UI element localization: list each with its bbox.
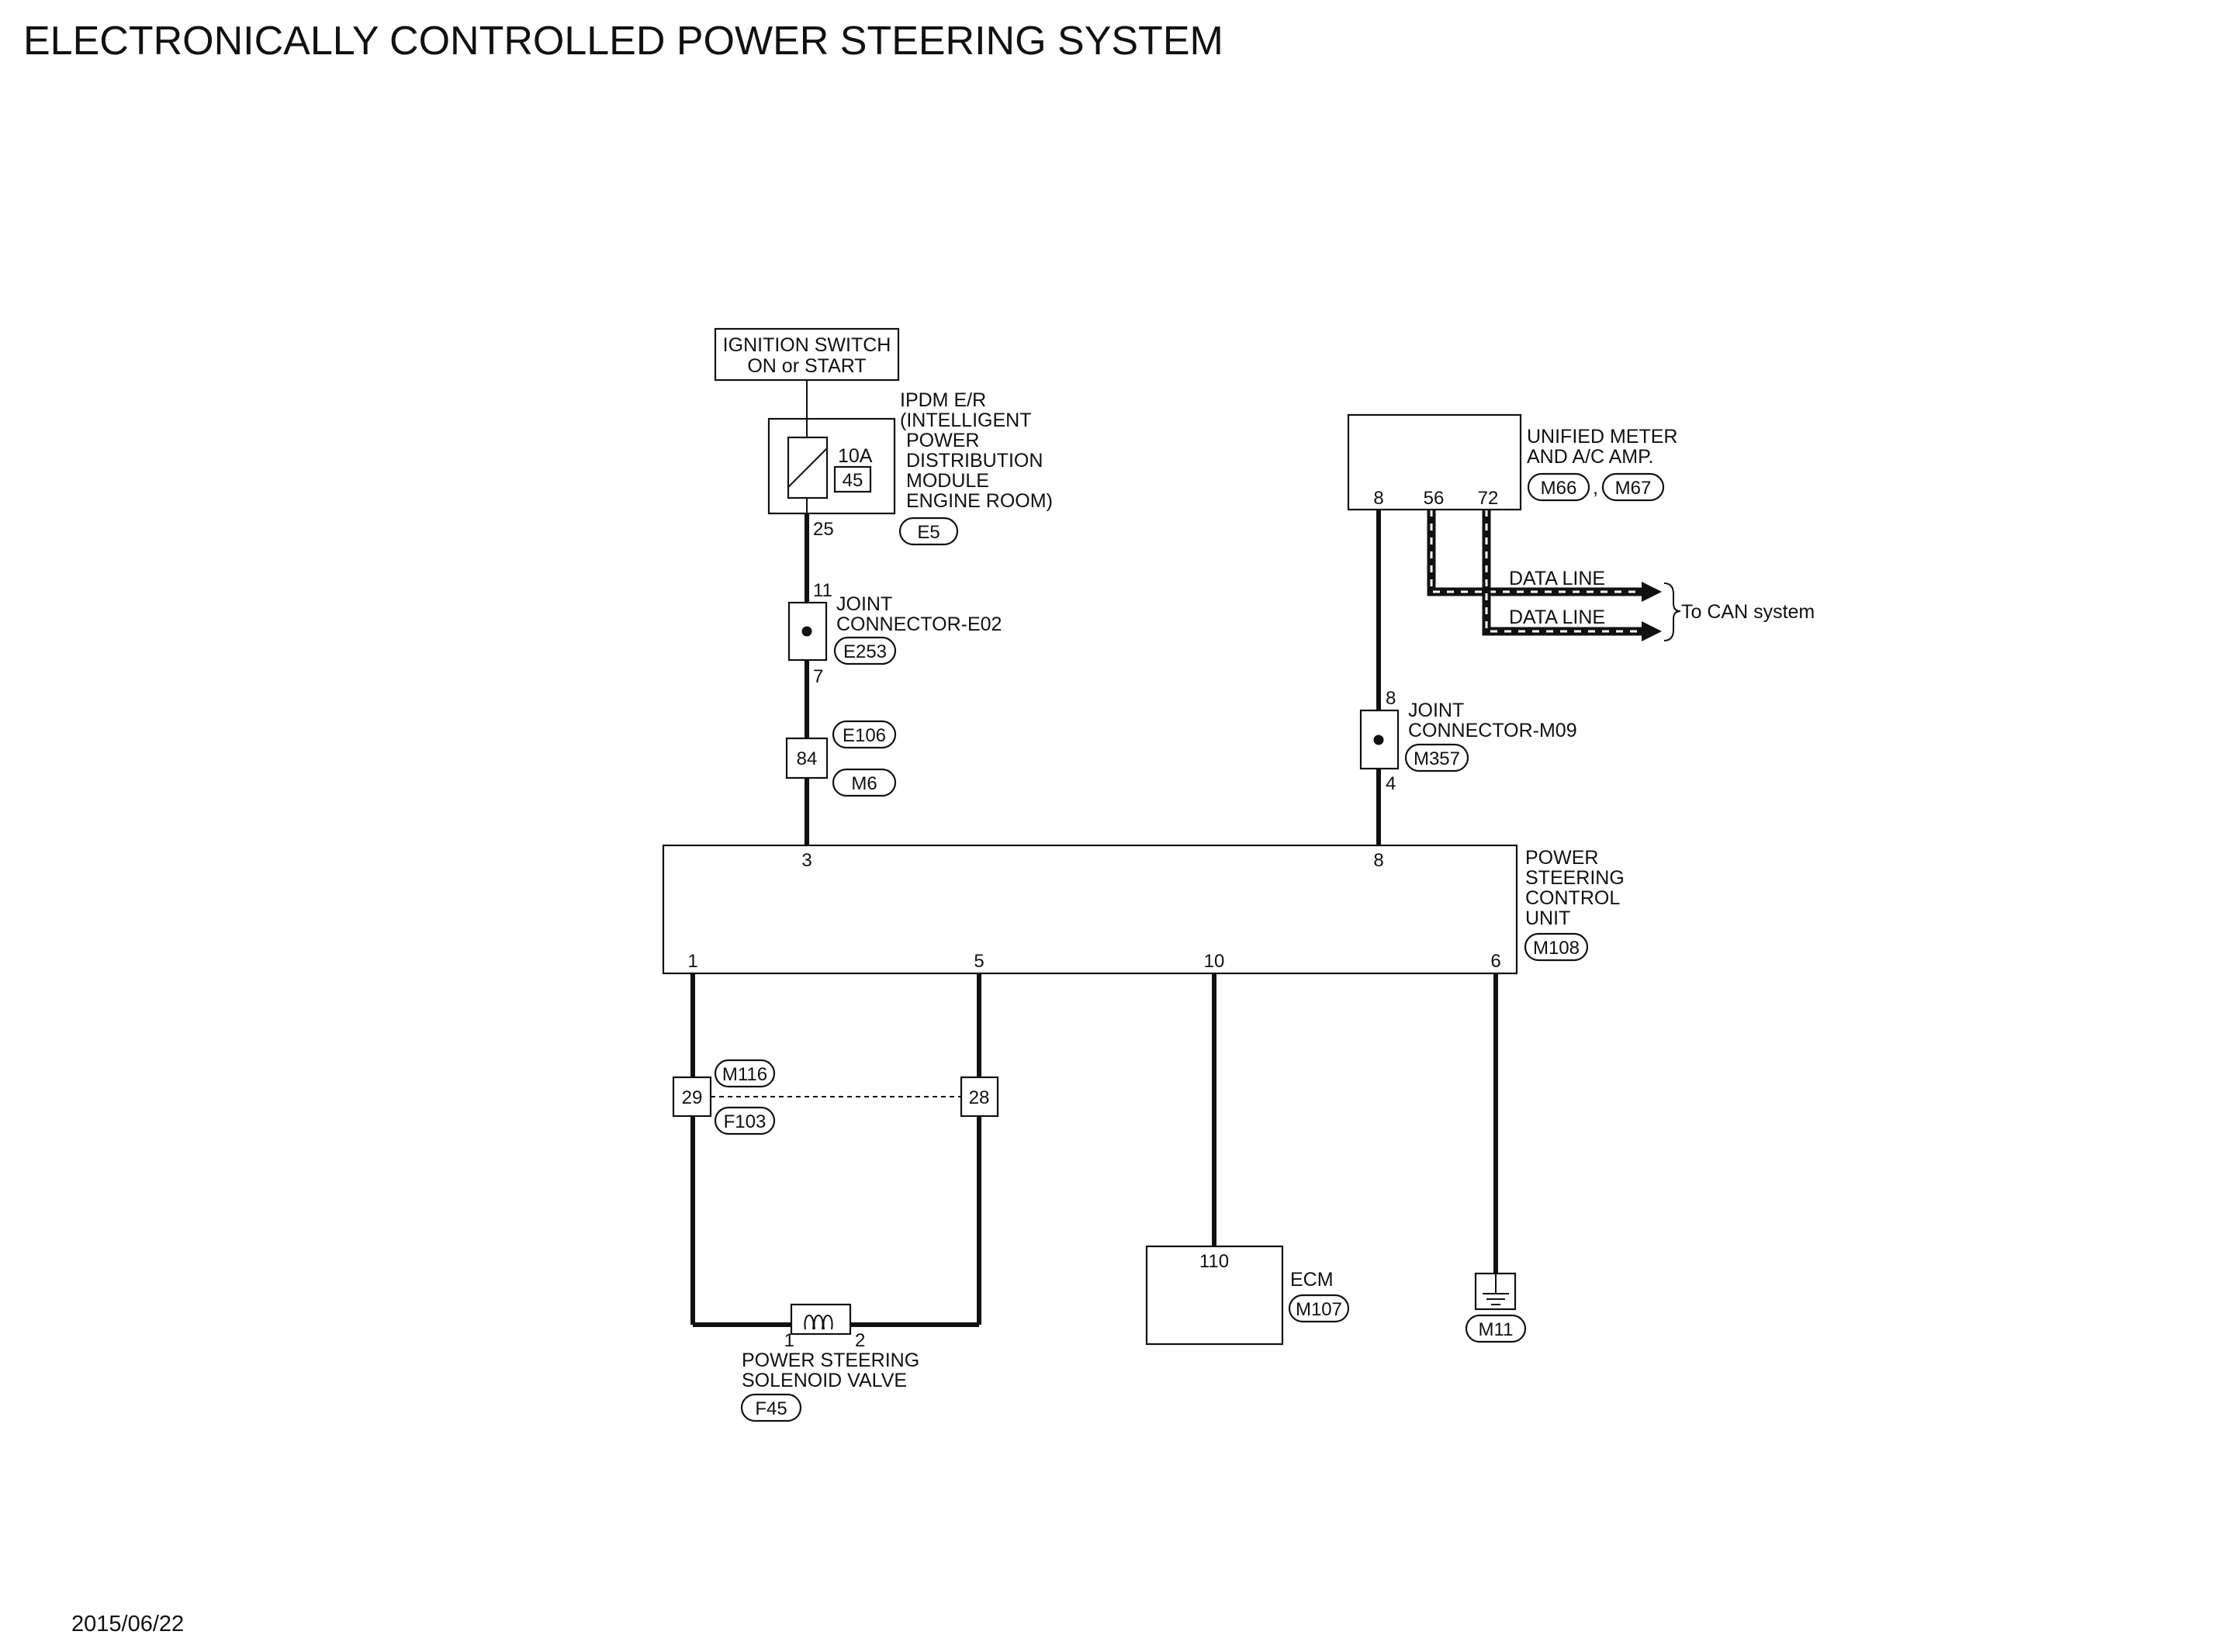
joint-e02-label-1: JOINT <box>836 593 892 615</box>
pscu-pin-1: 1 <box>687 951 697 972</box>
ignition-state-label: ON or START <box>747 355 866 377</box>
meter-label-2: AND A/C AMP. <box>1527 446 1654 468</box>
joint-m09-connector: M357 <box>1414 748 1460 769</box>
joint-e02-connector: E253 <box>843 641 887 662</box>
data-line-label-1: DATA LINE <box>1509 568 1605 589</box>
meter-label-1: UNIFIED METER <box>1527 426 1677 448</box>
diagram-title: ELECTRONICALLY CONTROLLED POWER STEERING… <box>23 19 1223 64</box>
pscu-pin-5: 5 <box>974 951 984 972</box>
ipdm-label-3: POWER <box>906 430 979 451</box>
harness-m116-pin-28: 28 <box>969 1087 990 1108</box>
ecm-connector: M107 <box>1296 1299 1342 1320</box>
solenoid-pin-1: 1 <box>784 1330 794 1351</box>
pscu-pin-3: 3 <box>801 850 812 871</box>
joint-m09-pin-in: 8 <box>1386 688 1396 709</box>
diagram-date: 2015/06/22 <box>71 1612 184 1636</box>
ecm-pin-110: 110 <box>1199 1251 1229 1272</box>
pscu-label-4: UNIT <box>1525 907 1570 929</box>
ipdm-label-1: IPDM E/R <box>900 389 986 411</box>
ecm-label: ECM <box>1290 1269 1334 1291</box>
arrow-right-icon <box>1642 621 1662 641</box>
solenoid-label-2: SOLENOID VALVE <box>742 1370 907 1391</box>
ground: M11 <box>1465 1272 1527 1343</box>
harness-connector-e106-m6: 84 E106 M6 <box>785 720 897 797</box>
ignition-switch-box: IGNITION SWITCH ON or START <box>714 327 900 382</box>
solenoid-valve: 1 2 POWER STEERING SOLENOID VALVE F45 <box>740 1303 919 1422</box>
joint-e02-pin-in: 11 <box>813 580 832 601</box>
solenoid-coil-icon <box>804 1315 833 1330</box>
ipdm-label-2: (INTELLIGENT <box>900 410 1031 431</box>
brace-icon <box>1663 582 1681 641</box>
pscu-box: 3 8 1 5 10 6 POWER STEERING CONTROL UNIT… <box>662 844 1625 975</box>
ipdm-module: 10A 45 IPDM E/R (INTELLIGENT POWER DISTR… <box>767 389 1053 546</box>
pscu-pin-10: 10 <box>1204 951 1225 972</box>
harness-m116-pin-29: 29 <box>682 1087 703 1108</box>
can-data-lines: DATA LINE DATA LINE To CAN system <box>1427 510 1815 641</box>
arrow-right-icon <box>1642 582 1662 602</box>
connector-e106: E106 <box>843 725 886 746</box>
ipdm-label-6: ENGINE ROOM) <box>906 490 1053 512</box>
fuse-number: 45 <box>843 470 863 491</box>
solenoid-connector: F45 <box>755 1398 787 1419</box>
ipdm-connector-e5: E5 <box>917 522 940 543</box>
joint-connector-e02: 11 7 JOINT CONNECTOR-E02 E253 <box>787 580 1002 687</box>
meter-connector-m67: M67 <box>1615 478 1652 499</box>
joint-m09-label-2: CONNECTOR-M09 <box>1408 720 1577 741</box>
connector-f103: F103 <box>724 1111 767 1132</box>
fuse-icon <box>787 419 829 513</box>
data-line-label-2: DATA LINE <box>1509 607 1605 628</box>
fuse-rating: 10A <box>838 445 873 467</box>
wires <box>690 380 1498 1327</box>
meter-connector-separator: , <box>1593 477 1598 499</box>
joint-e02-label-2: CONNECTOR-E02 <box>836 613 1002 635</box>
ground-connector: M11 <box>1479 1319 1514 1340</box>
unified-meter-box: 8 56 72 UNIFIED METER AND A/C AMP. M66 ,… <box>1347 413 1677 511</box>
connector-m6: M6 <box>851 773 877 794</box>
joint-m09-label-1: JOINT <box>1408 700 1464 721</box>
meter-pin-56: 56 <box>1424 488 1445 509</box>
connector-m116: M116 <box>722 1064 767 1085</box>
joint-m09-pin-out: 4 <box>1386 773 1396 794</box>
ipdm-label-4: DISTRIBUTION <box>906 450 1043 472</box>
meter-pin-8: 8 <box>1373 488 1383 509</box>
meter-pin-72: 72 <box>1478 488 1499 509</box>
ipdm-label-5: MODULE <box>906 470 989 492</box>
pscu-pin-6: 6 <box>1490 951 1500 972</box>
can-system-label: To CAN system <box>1681 601 1815 623</box>
pscu-pin-8: 8 <box>1373 850 1383 871</box>
joint-e02-pin-out: 7 <box>813 666 823 687</box>
pscu-label-3: CONTROL <box>1525 887 1620 909</box>
ground-icon <box>1474 1272 1517 1311</box>
solenoid-pin-2: 2 <box>855 1330 865 1351</box>
joint-connector-m09: 8 4 JOINT CONNECTOR-M09 M357 <box>1359 688 1577 794</box>
ignition-switch-label: IGNITION SWITCH <box>723 334 891 356</box>
ecm-box: 110 ECM M107 <box>1145 1245 1350 1346</box>
pscu-label-1: POWER <box>1525 847 1598 869</box>
pscu-connector: M108 <box>1533 938 1580 959</box>
harness-e106-pin: 84 <box>797 748 818 769</box>
meter-connector-m66: M66 <box>1541 478 1577 499</box>
pscu-label-2: STEERING <box>1525 867 1625 889</box>
ipdm-output-pin: 25 <box>813 519 834 540</box>
harness-connector-m116-f103: 29 28 M116 F103 <box>672 1059 999 1135</box>
solenoid-label-1: POWER STEERING <box>742 1350 919 1371</box>
